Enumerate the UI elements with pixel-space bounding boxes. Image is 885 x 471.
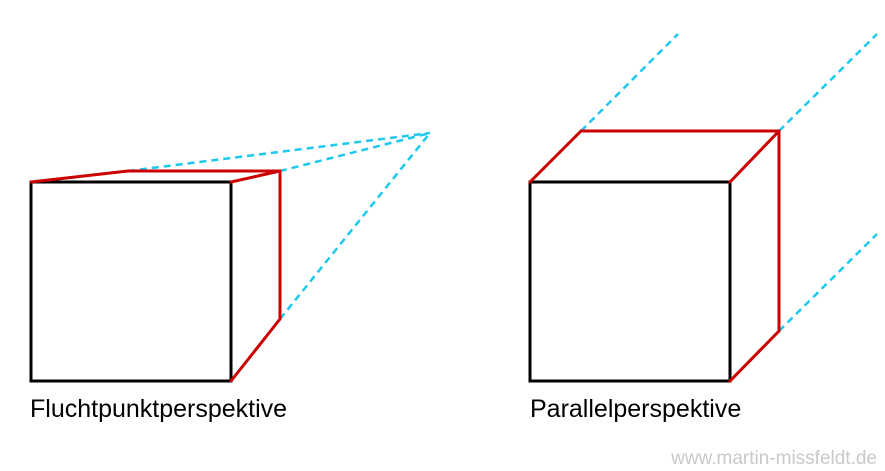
guide-line-bottom-right: [778, 233, 878, 332]
vanishing-point-cube: [29, 131, 431, 383]
receding-edges: [29, 169, 282, 383]
receding-edge-top-left: [29, 169, 130, 184]
guide-line-top-left: [127, 131, 431, 173]
caption-vanishing-point: Fluchtpunktperspektive: [30, 395, 288, 423]
parallel-guide-lines: [580, 33, 878, 332]
caption-parallel: Parallelperspektive: [530, 395, 742, 423]
front-face: [29, 180, 233, 383]
front-face: [528, 180, 732, 383]
receding-edge-top-right: [229, 169, 282, 184]
receding-edge-bottom-right: [229, 317, 282, 383]
watermark: www.martin-missfeldt.de: [671, 448, 877, 469]
vanishing-guide-lines: [127, 131, 431, 320]
guide-line-bottom-right: [279, 132, 431, 320]
guide-line-top-right: [279, 131, 431, 173]
receding-edge-top-right: [728, 129, 781, 184]
parallel-cube: [528, 33, 878, 383]
guide-line-top-right: [778, 33, 878, 132]
receding-edges: [528, 129, 781, 383]
receding-edge-top-left: [528, 129, 583, 184]
guide-line-top-left: [580, 33, 679, 132]
receding-edge-bottom-right: [728, 329, 781, 383]
